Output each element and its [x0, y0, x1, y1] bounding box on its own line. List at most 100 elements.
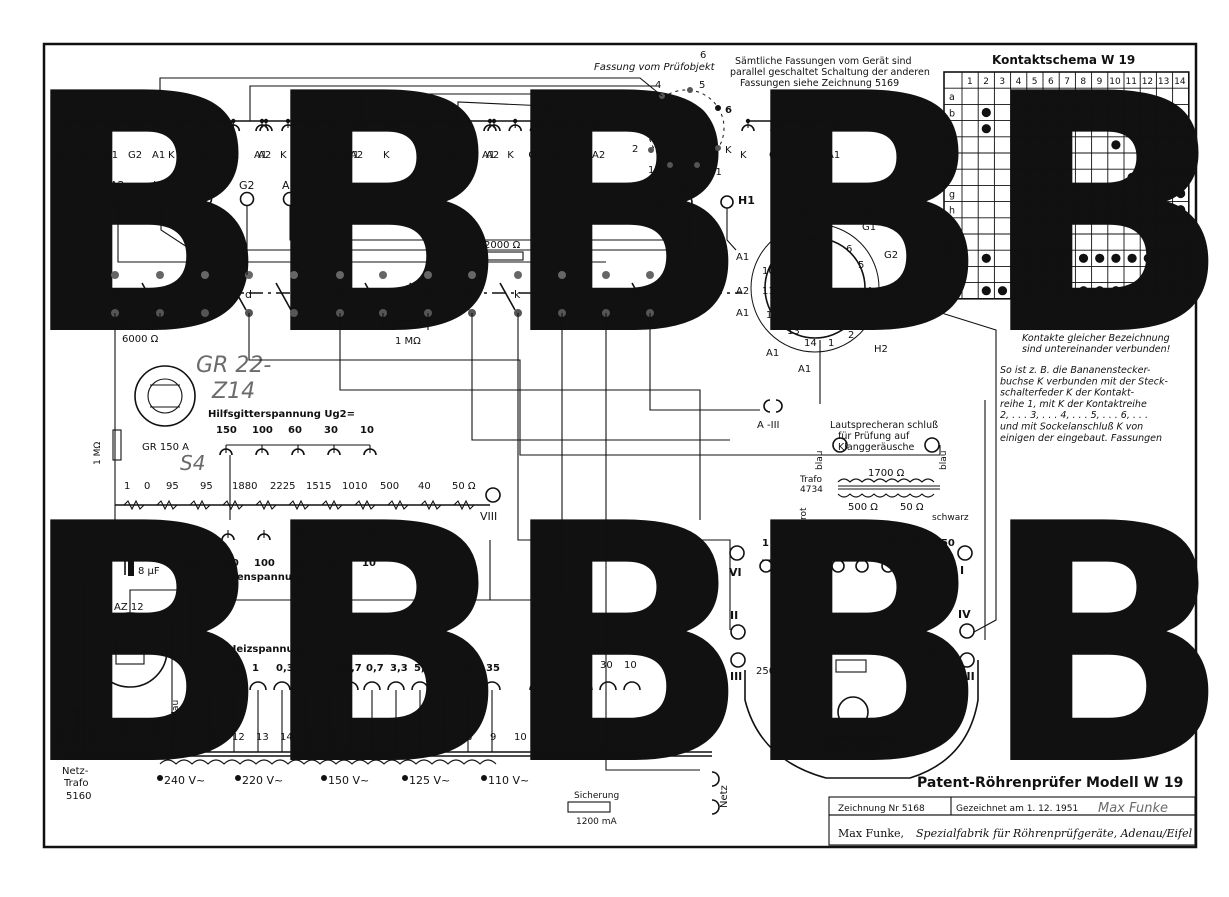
kontakt-dot [1078, 91, 1089, 101]
kontakt-dot [1095, 253, 1105, 263]
kontakt-dot [1111, 91, 1121, 101]
side-note-line: reihe 1, mit K der Kontaktreihe [1000, 399, 1147, 410]
svg-text:für Prüfung auf: für Prüfung auf [838, 431, 910, 442]
rotary-pin-label: 9 [786, 244, 792, 255]
switch-m[interactable]: m [587, 271, 613, 317]
meter-range-label: 5 [810, 538, 817, 549]
divider-value: 95 [166, 481, 179, 492]
heater-tap-contact[interactable] [225, 681, 243, 691]
heater-tap-contact[interactable] [341, 681, 359, 691]
svg-text:Hilfsgitterspannung Ug2=: Hilfsgitterspannung Ug2= [208, 409, 355, 420]
kontakt-row-label: a [949, 92, 955, 103]
banana-jack-label: A2 [110, 179, 125, 192]
heater-tap-label: 1 [252, 663, 259, 674]
heater-tap-contact[interactable] [249, 681, 267, 691]
kontakt-dot [1176, 156, 1186, 166]
kontakt-dot [981, 253, 991, 263]
anode-tap-label: 30 [326, 558, 340, 569]
svg-text:1700 Ω: 1700 Ω [868, 468, 905, 479]
switch-label: k [514, 288, 521, 301]
socket-pin-label: A1 [346, 150, 359, 161]
heater-tap-contact[interactable] [321, 681, 339, 691]
svg-text:2000 Ω: 2000 Ω [484, 240, 521, 251]
meter-jack-label: IV [958, 608, 971, 621]
switch-h[interactable]: h [409, 271, 432, 317]
kontakt-dot [1111, 188, 1121, 199]
ua-ac-tap-contact[interactable] [575, 681, 593, 691]
ua-ac-tap-contact[interactable] [623, 681, 641, 691]
kontakt-row-label: b [949, 108, 955, 119]
rotary-pin-label: A1 [736, 308, 749, 319]
side-note-line: und mit Sockelanschluß K von [1000, 422, 1143, 433]
heater-tap-contact[interactable] [483, 681, 501, 691]
svg-text:Meßinstrument: Meßinstrument [826, 733, 898, 744]
kontakt-col-label: 6 [1048, 77, 1054, 87]
socket-pin-label: A2 [486, 150, 499, 161]
ua-ac-winding-num: 2 [658, 732, 664, 743]
kontakt-dot [1046, 91, 1056, 101]
heater-tap-contact[interactable] [387, 681, 405, 691]
ua-ac-winding-num: 4 [610, 732, 616, 743]
kontakt-dot [1159, 253, 1170, 263]
trafo-wire-label: rot [55, 729, 65, 742]
meter-jack-iii[interactable] [730, 652, 746, 668]
svg-text:Klanggeräusche: Klanggeräusche [838, 442, 915, 453]
divider-value: 1515 [306, 481, 331, 492]
switch-e[interactable]: e [275, 271, 298, 317]
socket-number: 2 [420, 106, 428, 119]
socket-pin-label: K [80, 150, 87, 161]
g2-tap-label: 30 [324, 425, 338, 436]
switch-label: e [290, 288, 297, 301]
meter-jack-label: VII [958, 670, 975, 683]
mains-tap-label: 150 V~ [328, 774, 369, 787]
socket-pin-label: G2 [128, 150, 142, 161]
meter-jack-ii[interactable] [730, 624, 746, 640]
heater-tap-contact[interactable] [459, 681, 477, 691]
meter-jack-iv[interactable] [959, 623, 975, 639]
heater-tap-contact[interactable] [201, 681, 219, 691]
meter-jack-i[interactable] [957, 545, 973, 561]
heater-tap-contact[interactable] [297, 681, 315, 691]
rotary-pin-label: A1 [892, 282, 905, 293]
handwritten-annotation: GR 22- Z14 S4 [180, 353, 271, 475]
kontakt-dot [1143, 156, 1153, 166]
v-jack[interactable] [649, 623, 665, 639]
rotary-pin-label: A2 [860, 208, 873, 219]
speaker-jack-left[interactable] [832, 437, 848, 453]
meter-jack-vii[interactable] [959, 652, 975, 668]
switch-c[interactable]: c [186, 271, 209, 317]
heater-tap-label: 16 [228, 663, 242, 674]
speaker-jack-right[interactable] [924, 437, 940, 453]
heater-winding-num: 15 [304, 732, 317, 743]
kontakt-dot [1030, 253, 1040, 263]
heater-tap-contact[interactable] [273, 681, 291, 691]
resistor-2000: 2000 Ω [484, 240, 524, 261]
kontakt-dot [981, 286, 991, 296]
mains-tap-label: 240 V~ [164, 774, 205, 787]
kontakt-dot [1127, 172, 1137, 182]
meter-section: Meßinstrument 1000 Ω/Volt 150 V 250 V 10… [729, 538, 979, 779]
heater-tap-contact[interactable] [411, 681, 429, 691]
switch-label: c [201, 288, 207, 301]
kontakt-dot [981, 124, 991, 134]
meter-knob[interactable] [837, 696, 869, 728]
svg-text:GR 150 A: GR 150 A [142, 442, 189, 453]
switch-l[interactable]: l [543, 271, 566, 317]
ua-ac-tap-contact[interactable] [551, 681, 569, 691]
ua-ac-tap-contact[interactable] [599, 681, 617, 691]
heater-tap-contact[interactable] [435, 681, 453, 691]
heater-tap-label: 0,7 [366, 663, 384, 674]
socket-number: 3 [306, 106, 314, 119]
heater-tap-contact[interactable] [363, 681, 381, 691]
netz-plug: Netz [711, 771, 730, 815]
kontakt-dot [1078, 286, 1089, 296]
kontakt-dot [1176, 237, 1186, 247]
svg-text:1000 Ω/Volt: 1000 Ω/Volt [824, 744, 880, 755]
viii-jack[interactable] [485, 487, 501, 503]
ua-ac-winding-num: 1 [680, 732, 686, 743]
heater-tap-label: 21 [462, 663, 476, 674]
ua-ac-tap-contact[interactable] [529, 681, 547, 691]
anode-tap-label: 200 [180, 558, 201, 569]
kontakt-col-label: 12 [1142, 77, 1153, 87]
kontakt-dot [1127, 188, 1137, 199]
